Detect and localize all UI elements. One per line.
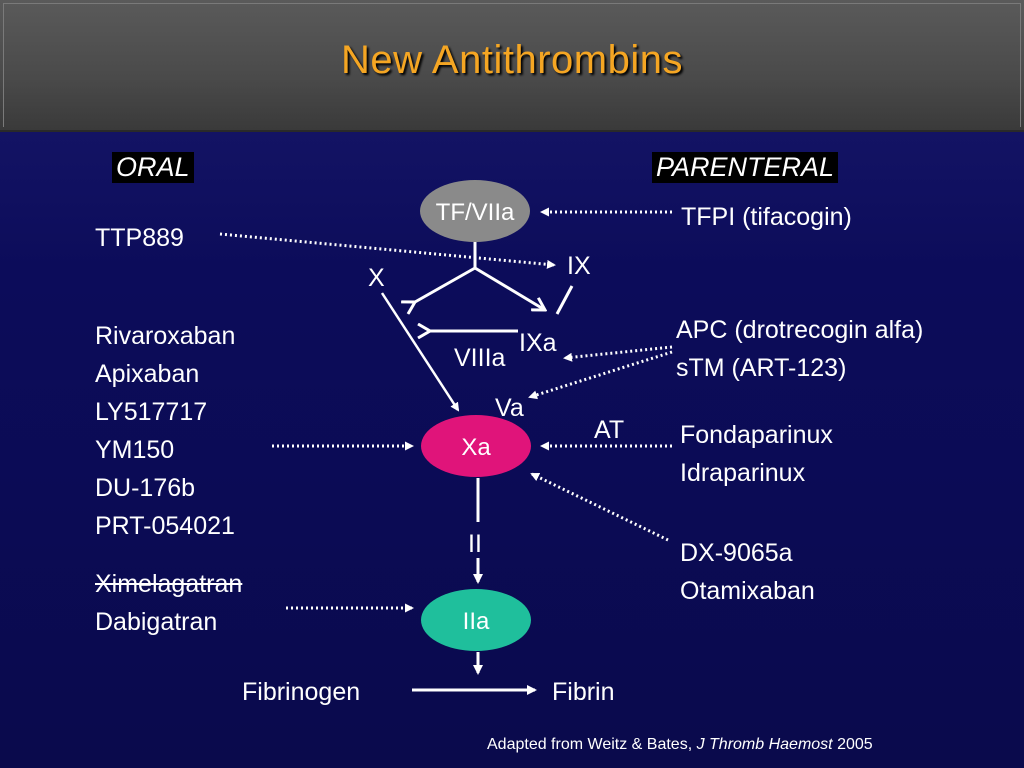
apc-label: APC (drotrecogin alfa) bbox=[676, 316, 924, 344]
branch-to-ix bbox=[474, 266, 545, 310]
ttp889-dotted-arrow bbox=[219, 232, 556, 269]
factor-viiia-label: VIIIa bbox=[454, 344, 506, 372]
direct-xa-dotted-arrow bbox=[530, 472, 669, 542]
list-item: DU-176b bbox=[95, 474, 196, 502]
credit-year: 2005 bbox=[832, 736, 873, 753]
list-item: Idraparinux bbox=[680, 459, 806, 487]
iia-node bbox=[421, 589, 531, 651]
list-item: DX-9065a bbox=[680, 539, 793, 567]
antithrombin-label: AT bbox=[594, 416, 625, 444]
fibrinogen-label: Fibrinogen bbox=[242, 678, 361, 706]
list-item: Rivaroxaban bbox=[95, 322, 236, 350]
at-agent-list: Fondaparinux Idraparinux bbox=[680, 423, 833, 499]
credit-journal: J Thromb Haemost bbox=[696, 736, 833, 753]
factor-ix-label: IX bbox=[567, 252, 591, 280]
list-item: Apixaban bbox=[95, 360, 200, 388]
list-item: PRT-054021 bbox=[95, 512, 235, 540]
oral-xa-inhibitor-list: Rivaroxaban Apixaban LY517717 YM150 DU-1… bbox=[95, 324, 235, 552]
x-to-xa-arrow bbox=[380, 292, 460, 412]
title-frame bbox=[3, 3, 1021, 127]
slide-title: New Antithrombins bbox=[341, 38, 683, 82]
xa-label: Xa bbox=[461, 434, 491, 461]
list-item: Otamixaban bbox=[680, 577, 815, 605]
dabigatran-label: Dabigatran bbox=[95, 608, 218, 636]
factor-va-label: Va bbox=[495, 394, 524, 422]
parenteral-header: PARENTERAL bbox=[652, 152, 839, 183]
fibrin-label: Fibrin bbox=[552, 678, 615, 706]
title-bar bbox=[0, 0, 1024, 132]
stm-dotted-arrow bbox=[528, 350, 673, 400]
xa-node bbox=[421, 415, 531, 477]
ximelagatran-struck-label: Ximelagatran bbox=[95, 570, 243, 598]
list-item: YM150 bbox=[95, 436, 175, 464]
tfpi-label: TFPI (tifacogin) bbox=[681, 203, 852, 231]
stm-label: sTM (ART-123) bbox=[676, 354, 847, 382]
credit-prefix: Adapted from Weitz & Bates, bbox=[487, 736, 697, 753]
source-credit: Adapted from Weitz & Bates, J Thromb Hae… bbox=[487, 736, 873, 754]
iia-label: IIa bbox=[463, 608, 490, 635]
list-item: Fondaparinux bbox=[680, 421, 833, 449]
tf-viia-label: TF/VIIa bbox=[436, 199, 515, 226]
prothrombin-label: II bbox=[468, 530, 482, 558]
branch-to-x bbox=[415, 266, 476, 302]
tf-viia-node bbox=[420, 180, 530, 242]
oral-header: ORAL bbox=[112, 152, 194, 183]
factor-ixa-label: IXa bbox=[519, 329, 557, 357]
ix-to-ixa-arrow bbox=[555, 285, 574, 315]
list-item: LY517717 bbox=[95, 398, 208, 426]
ttp889-label: TTP889 bbox=[95, 224, 184, 252]
direct-xa-agent-list: DX-9065a Otamixaban bbox=[680, 541, 815, 617]
factor-x-label: X bbox=[368, 264, 385, 292]
